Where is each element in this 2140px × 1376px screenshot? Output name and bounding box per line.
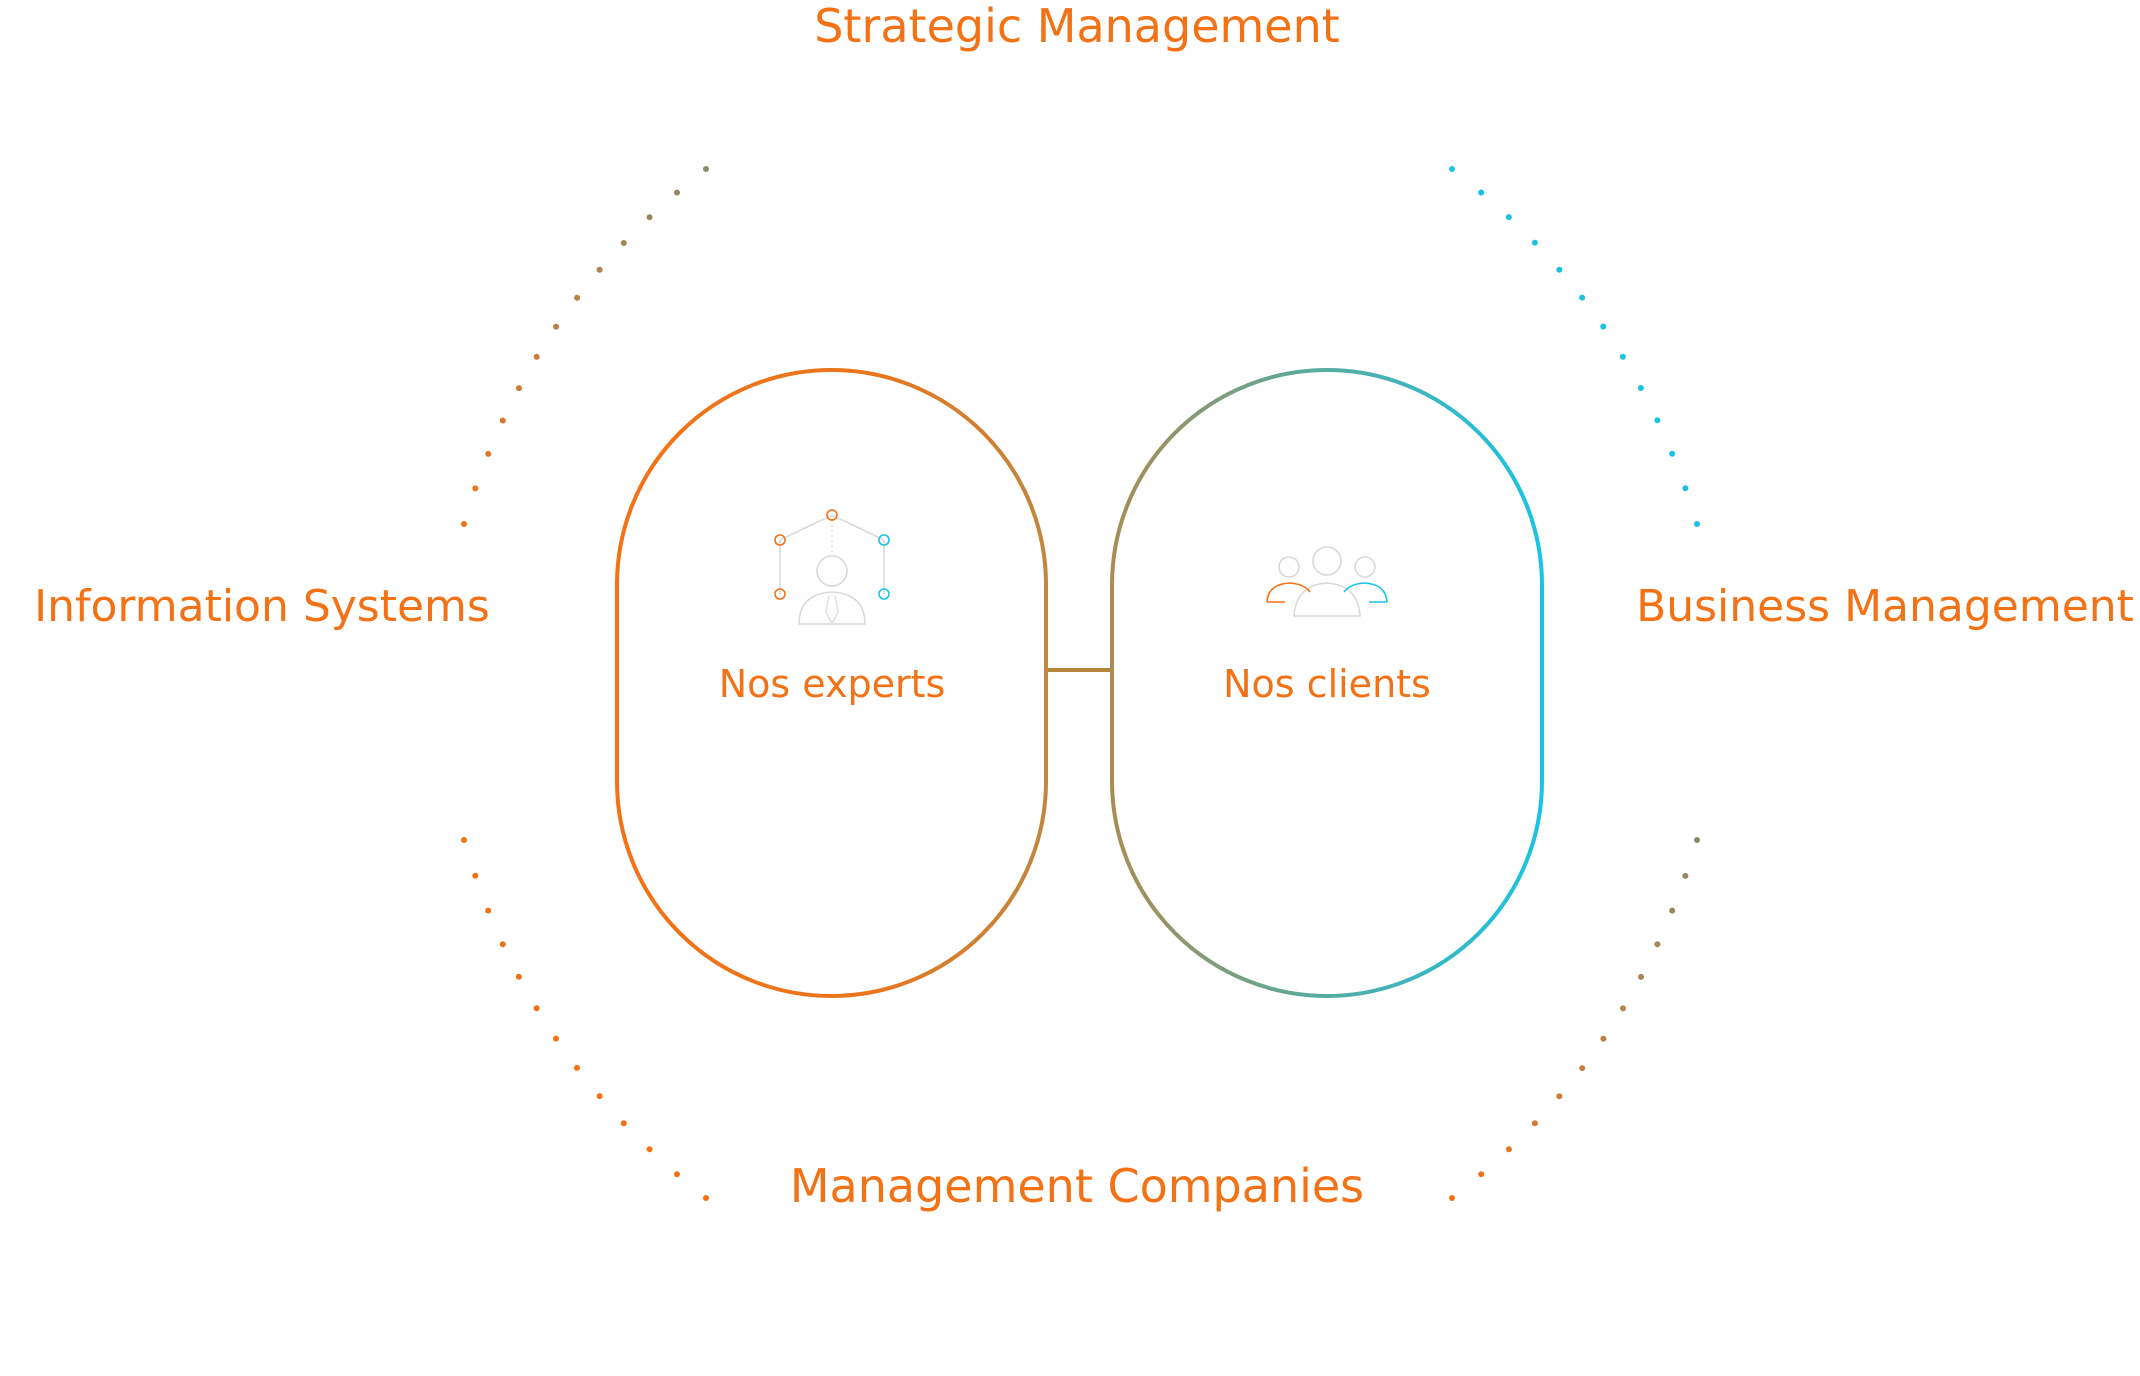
expert-network-icon — [774, 509, 890, 626]
arc-bottom-right-dot — [1682, 872, 1689, 879]
arc-top-left-dot — [499, 417, 506, 424]
arc-bottom-left-dot — [533, 1005, 540, 1012]
dotted-arc-bottom-left — [461, 837, 709, 1201]
arc-top-right-dot — [1556, 266, 1563, 273]
domain-label-left: Information Systems — [34, 581, 490, 632]
arc-bottom-left-dot — [485, 907, 492, 914]
dotted-arc-top-left — [461, 166, 709, 527]
arc-bottom-left-dot — [646, 1146, 653, 1153]
arc-top-left-dot — [574, 294, 581, 301]
experts-capsule[interactable] — [615, 368, 1048, 998]
arc-bottom-right-dot — [1654, 941, 1661, 948]
arc-bottom-left-dot — [515, 973, 522, 980]
arc-bottom-left-dot — [703, 1195, 709, 1201]
arc-bottom-right-dot — [1531, 1120, 1538, 1127]
arc-bottom-right-dot — [1600, 1035, 1607, 1042]
arc-bottom-right-dot — [1579, 1065, 1586, 1072]
arc-bottom-left-dot — [674, 1171, 680, 1178]
arc-bottom-left-dot — [553, 1035, 559, 1042]
experts-label: Nos experts — [719, 662, 946, 706]
arc-bottom-left-dot — [620, 1120, 627, 1127]
arc-top-right-dot — [1669, 450, 1676, 457]
arc-bottom-left-dot — [461, 837, 467, 843]
arc-top-left-dot — [461, 521, 467, 527]
arc-top-right-dot — [1682, 485, 1689, 492]
domain-label-top: Strategic Management — [814, 0, 1340, 53]
arc-top-left-dot — [485, 450, 492, 457]
arc-top-right-dot — [1579, 294, 1586, 301]
arc-top-left-dot — [646, 214, 653, 221]
arc-top-right-dot — [1694, 521, 1700, 527]
arc-top-right-dot — [1600, 323, 1607, 330]
arc-bottom-left-dot — [499, 941, 506, 948]
arc-top-left-dot — [596, 266, 603, 273]
arc-top-right-dot — [1637, 385, 1644, 391]
arc-top-right-dot — [1654, 417, 1661, 424]
dotted-arc-bottom-right — [1449, 837, 1700, 1201]
arc-top-right-dot — [1619, 353, 1626, 360]
arc-bottom-right-dot — [1478, 1171, 1485, 1178]
arc-top-right-dot — [1531, 239, 1538, 246]
arc-bottom-right-dot — [1505, 1146, 1512, 1153]
clients-label: Nos clients — [1223, 662, 1431, 706]
arc-bottom-right-dot — [1556, 1093, 1563, 1100]
arc-top-right-dot — [1505, 214, 1512, 221]
arc-bottom-right-dot — [1638, 973, 1644, 980]
arc-top-left-dot — [516, 385, 522, 392]
arc-bottom-left-dot — [596, 1093, 603, 1100]
arc-bottom-right-dot — [1620, 1005, 1626, 1012]
arc-bottom-right-dot — [1669, 907, 1676, 914]
arc-top-left-dot — [533, 353, 540, 360]
arc-top-left-dot — [703, 166, 709, 172]
domain-label-bottom: Management Companies — [790, 1159, 1364, 1213]
arc-top-left-dot — [674, 189, 680, 196]
arc-bottom-left-dot — [574, 1064, 580, 1071]
arc-top-left-dot — [472, 485, 479, 492]
clients-capsule[interactable] — [1110, 368, 1544, 998]
arc-top-right-dot — [1478, 189, 1485, 196]
arc-bottom-right-dot — [1449, 1195, 1455, 1201]
arc-top-left-dot — [553, 323, 560, 330]
people-group-icon — [1266, 546, 1388, 617]
dotted-arc-top-right — [1449, 166, 1700, 527]
arc-bottom-left-dot — [472, 872, 479, 879]
arc-top-left-dot — [620, 240, 627, 246]
arc-top-right-dot — [1449, 166, 1455, 172]
arc-bottom-right-dot — [1694, 837, 1700, 843]
domain-label-right: Business Management — [1636, 581, 2134, 632]
